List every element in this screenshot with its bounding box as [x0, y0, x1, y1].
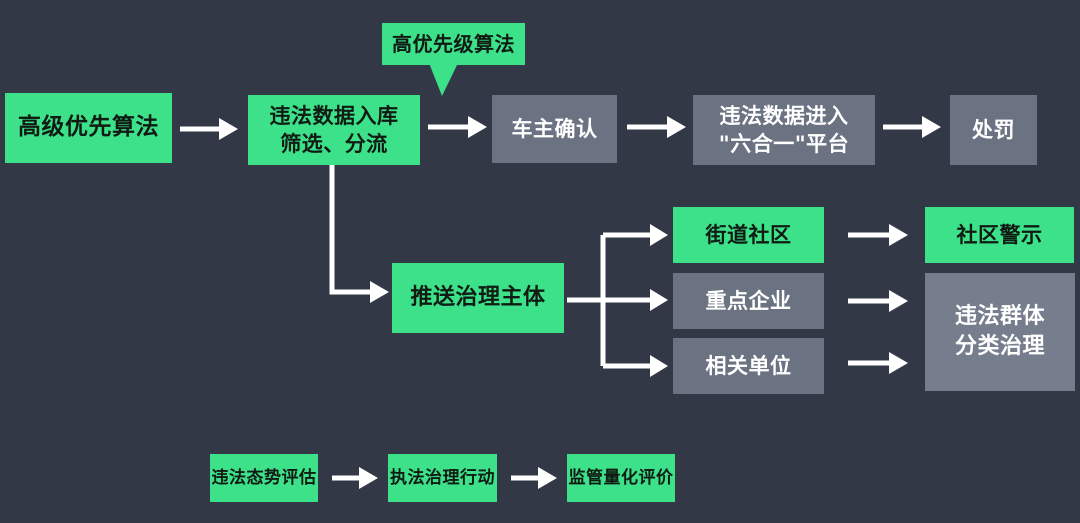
arrow-platform-to-punishment — [883, 116, 941, 138]
node-regulatory-quantitative-evaluation: 监管量化评价 — [567, 454, 675, 502]
node-label: 处罚 — [972, 117, 1015, 142]
node-label: 违法数据进入 "六合一"平台 — [718, 103, 850, 156]
callout-label: 高优先级算法 — [392, 31, 515, 56]
node-illegal-data-intake: 违法数据入库 筛选、分流 — [248, 95, 420, 165]
arrow-intake-to-push — [329, 165, 389, 303]
node-law-enforcement-action: 执法治理行动 — [388, 454, 497, 502]
node-label: 街道社区 — [705, 222, 792, 247]
node-advanced-priority-algorithm: 高级优先算法 — [5, 93, 172, 163]
arrow-enterprise-to-group — [848, 290, 908, 312]
node-label: 重点企业 — [705, 288, 792, 313]
node-label: 违法态势评估 — [211, 467, 317, 488]
arrow-street-to-warning — [848, 224, 908, 246]
node-owner-confirmation: 车主确认 — [492, 95, 617, 163]
node-six-in-one-platform: 违法数据进入 "六合一"平台 — [693, 95, 875, 165]
branch-push-to-targets — [567, 224, 668, 377]
node-label: 相关单位 — [705, 353, 792, 378]
node-key-enterprises: 重点企业 — [673, 273, 824, 329]
node-label: 社区警示 — [956, 222, 1043, 247]
node-label: 监管量化评价 — [568, 467, 674, 488]
node-label: 违法群体 分类治理 — [954, 304, 1045, 359]
arrow-adv-to-intake — [180, 118, 238, 140]
arrow-assess-to-action — [332, 467, 378, 489]
node-punishment: 处罚 — [950, 95, 1037, 165]
callout-tail — [429, 63, 458, 96]
node-community-warning: 社区警示 — [925, 207, 1074, 263]
arrow-intake-to-owner — [428, 116, 487, 138]
node-push-governance-subject: 推送治理主体 — [392, 263, 564, 333]
arrow-units-to-group — [848, 352, 908, 374]
node-label: 执法治理行动 — [390, 467, 495, 488]
node-label: 高级优先算法 — [18, 114, 159, 141]
node-related-units: 相关单位 — [673, 338, 824, 394]
arrow-action-to-eval — [511, 467, 557, 489]
node-label: 违法数据入库 筛选、分流 — [269, 103, 399, 156]
node-street-community: 街道社区 — [673, 207, 824, 263]
node-illegal-situation-assessment: 违法态势评估 — [210, 454, 318, 502]
arrow-owner-to-platform — [627, 116, 686, 138]
callout-high-priority-algorithm: 高优先级算法 — [382, 23, 525, 65]
node-label: 推送治理主体 — [410, 285, 546, 311]
node-illegal-group-classified-governance: 违法群体 分类治理 — [925, 273, 1075, 391]
node-label: 车主确认 — [511, 116, 598, 141]
